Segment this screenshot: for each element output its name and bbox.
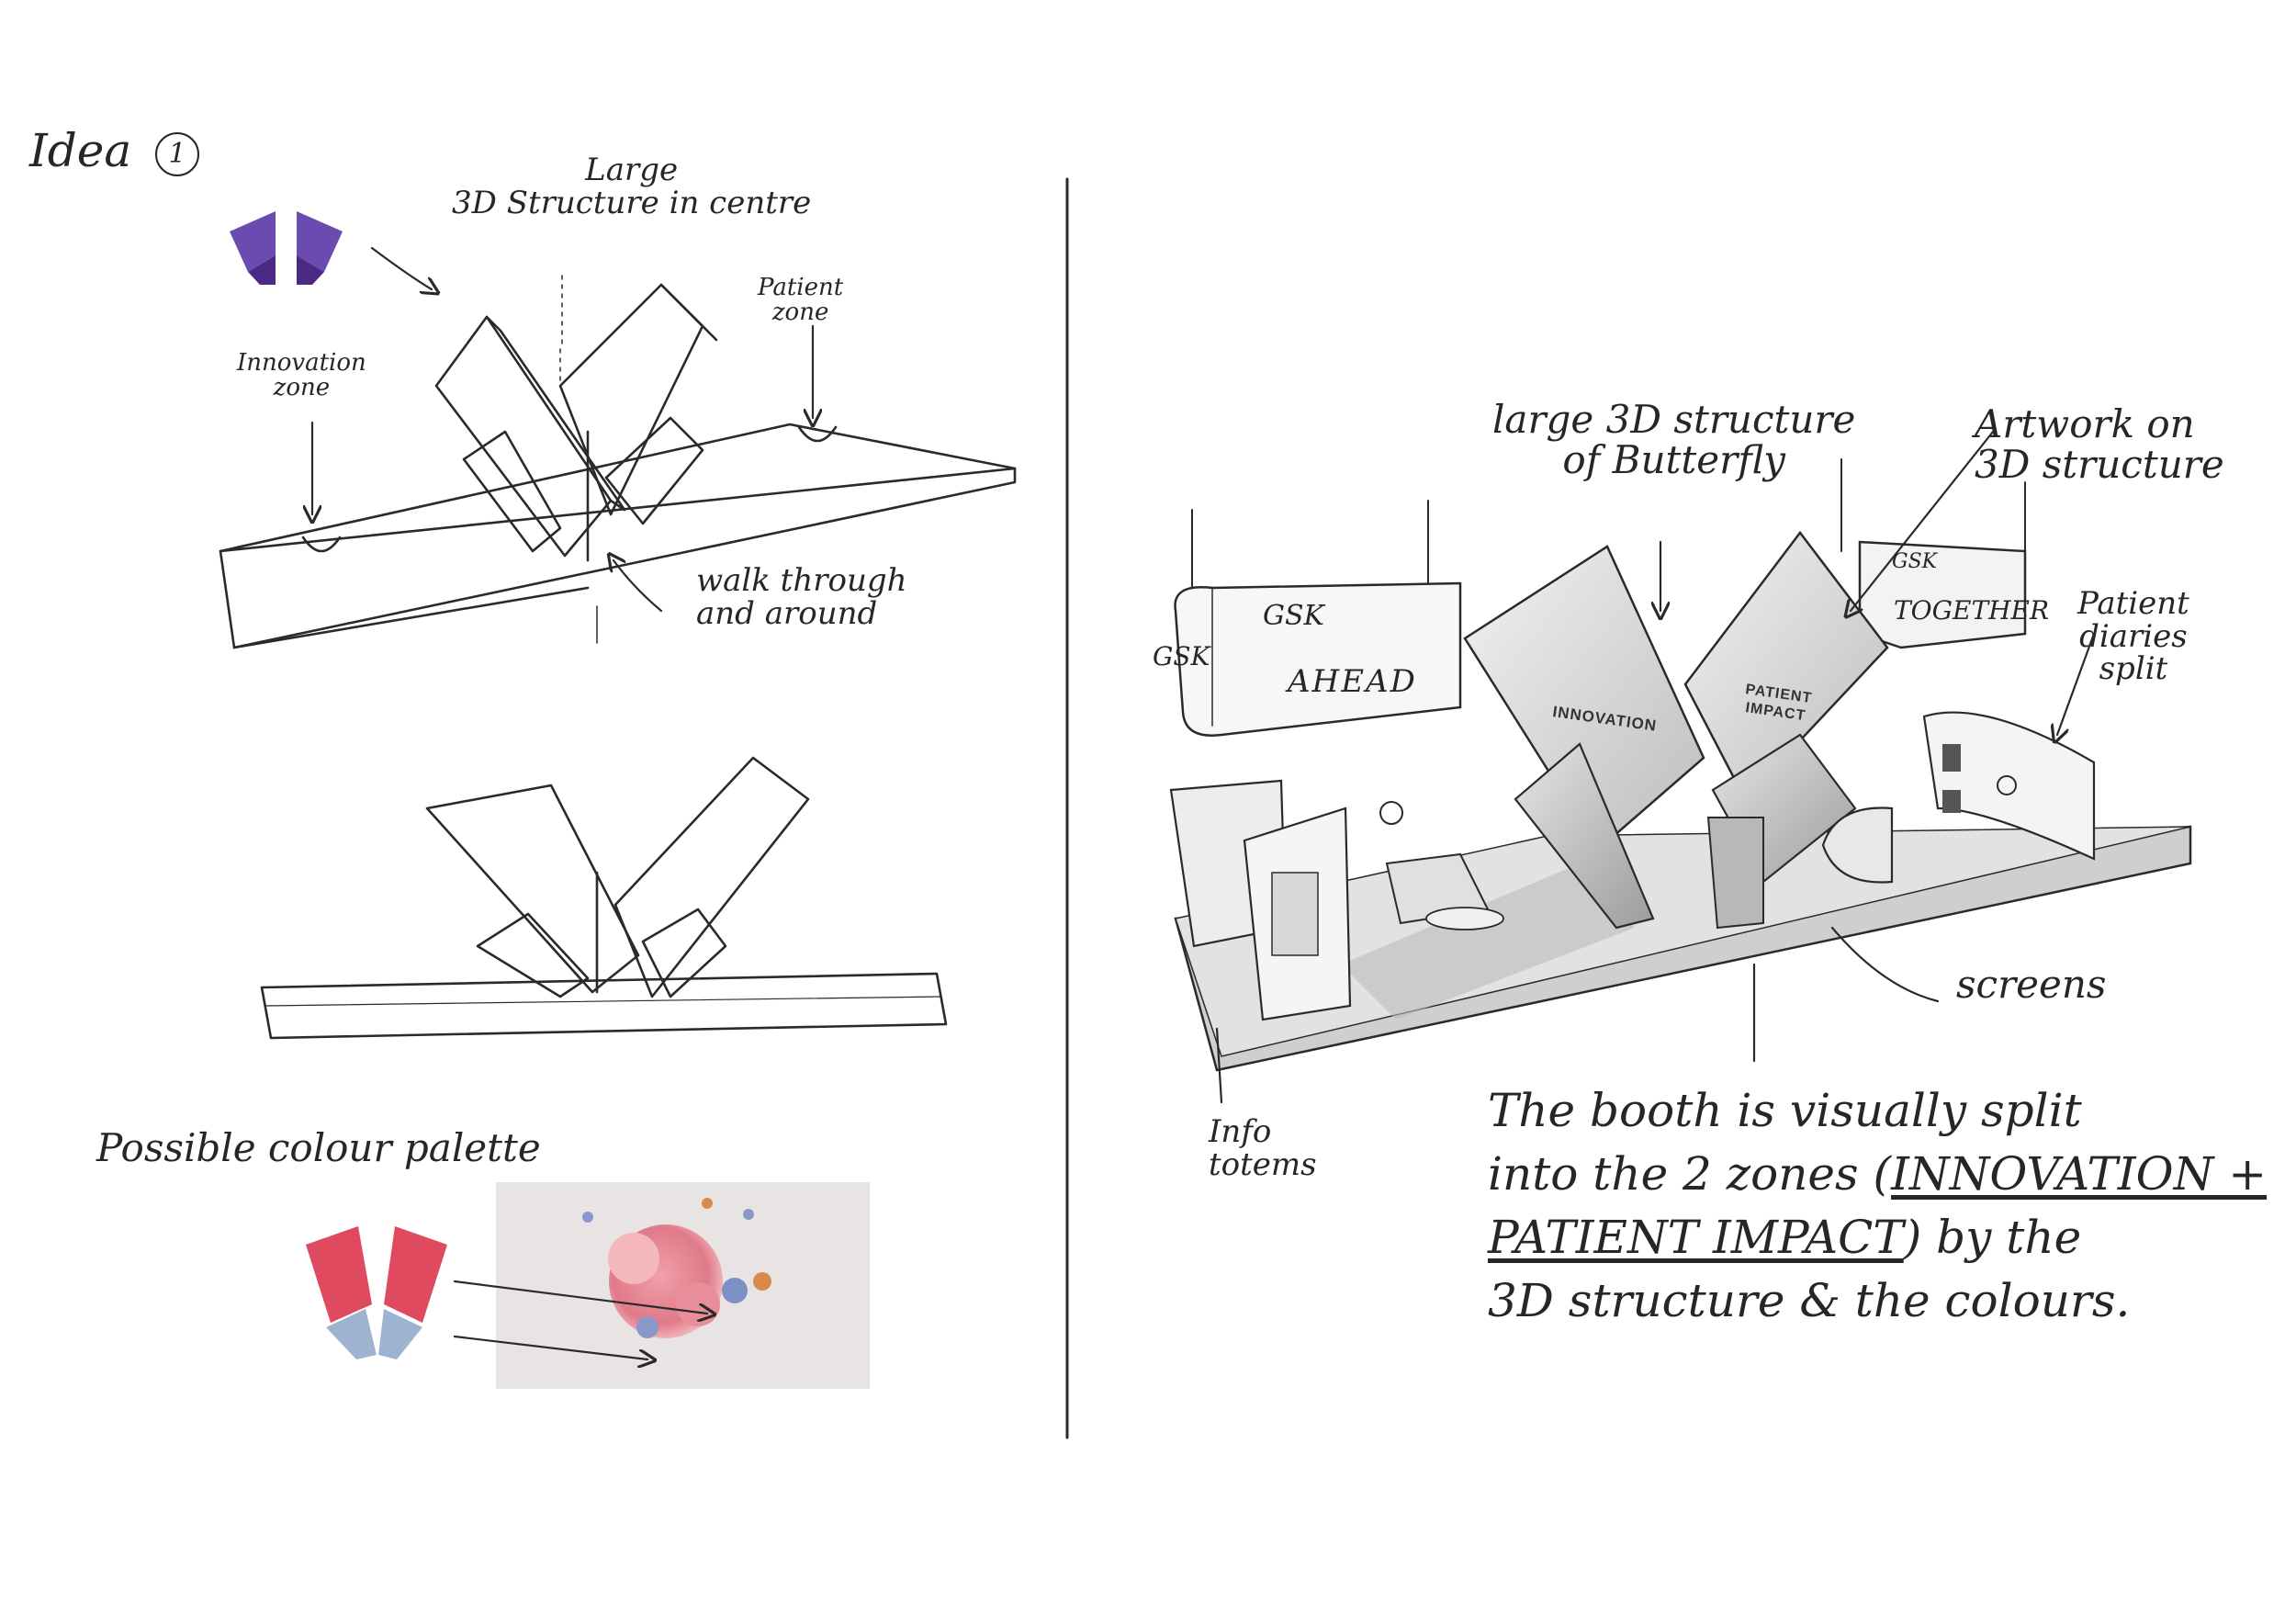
label-artwork: Artwork on 3D structure <box>1975 401 2224 488</box>
palette-arrows <box>453 1280 707 1359</box>
annotation-arrows-right <box>1215 430 2096 1104</box>
idea-title: Idea 1 <box>29 127 200 176</box>
label-large-butterfly: large 3D structure of Butterfly <box>1492 397 1856 483</box>
sign-gsk-top: GSK <box>1263 600 1324 632</box>
purple-butterfly-logo <box>230 211 343 285</box>
label-info-totems: Info totems <box>1209 1113 1317 1183</box>
top-structure-sketch <box>219 275 1017 649</box>
label-patient-diaries: Patient diaries split <box>2077 585 2189 688</box>
sign-gsk-side: GSK <box>1153 641 1210 671</box>
idea-number-circle: 1 <box>155 132 200 176</box>
description-line-1: The booth is visually split <box>1488 1084 2082 1137</box>
booth-render <box>1169 458 2192 1072</box>
sign-together: TOGETHER <box>1894 595 2050 626</box>
booth-description: The booth is visually split into the 2 z… <box>1488 1079 2267 1333</box>
palette-title: Possible colour palette <box>96 1125 541 1170</box>
middle-structure-sketch <box>260 756 948 1040</box>
cell-image <box>496 1182 870 1389</box>
colour-palette-butterfly <box>306 1226 447 1359</box>
annotation-arrows-top <box>312 246 813 613</box>
description-line-2: into the 2 zones (INNOVATION + <box>1488 1147 2268 1201</box>
label-screens: screens <box>1956 962 2107 1007</box>
sign-ahead: AHEAD <box>1288 663 1417 700</box>
label-walk-through: walk through and around <box>696 562 907 632</box>
label-large-3d-structure: Large 3D Structure in centre <box>452 152 812 221</box>
label-patient-zone: Patient zone <box>758 274 844 327</box>
description-line-4: 3D structure & the colours. <box>1488 1274 2131 1327</box>
sign-together-gsk: GSK <box>1892 550 1938 573</box>
label-innovation-zone: Innovation zone <box>237 349 366 402</box>
description-line-3: PATIENT IMPACT) by the <box>1488 1211 2082 1264</box>
